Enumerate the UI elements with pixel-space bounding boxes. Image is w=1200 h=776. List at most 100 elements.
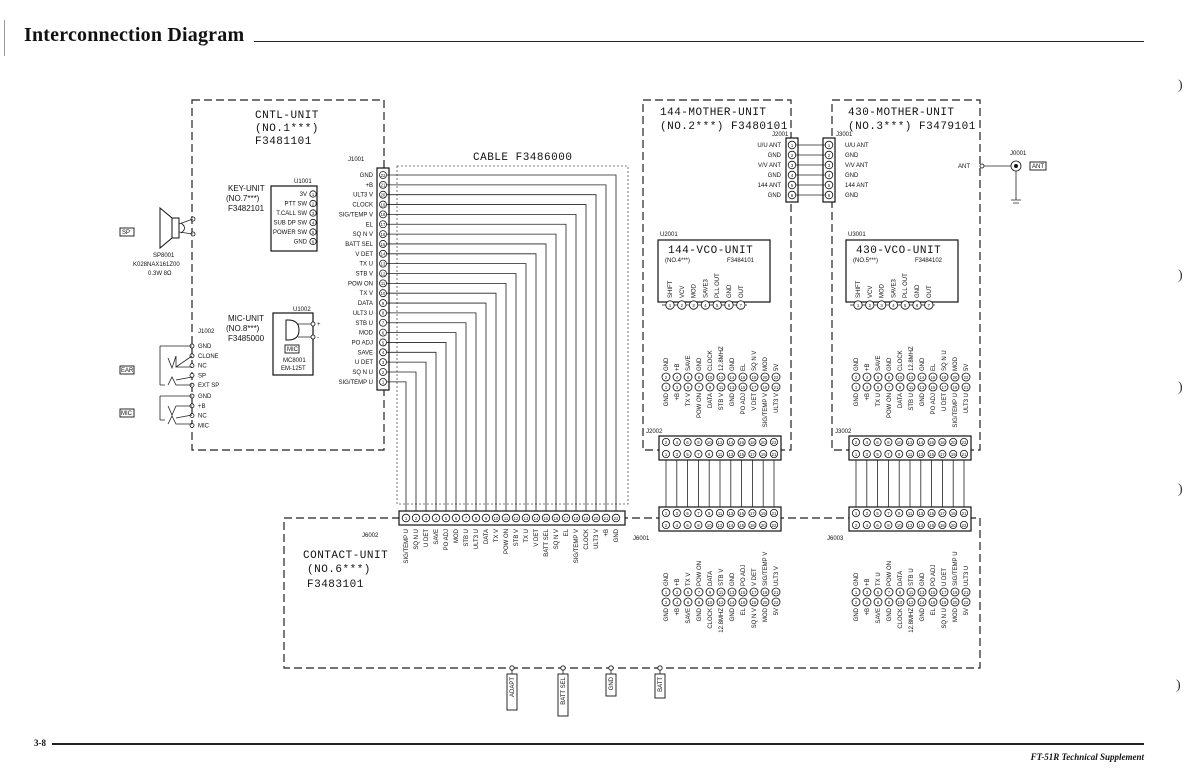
upper-pin bbox=[895, 437, 904, 446]
ant-tag: ANT bbox=[1032, 164, 1044, 170]
j6002-pin-number: 14 bbox=[534, 516, 539, 521]
key-pin-label: T.CALL SW bbox=[276, 211, 307, 217]
cntl-unit-no: (NO.1***) bbox=[255, 123, 319, 135]
j1001-pin-number: 3 bbox=[382, 360, 385, 365]
m430-grid-pin-number: 20 bbox=[953, 375, 958, 380]
key-pin-number: 3 bbox=[312, 211, 315, 216]
vco144-pins-pin-number: 1 bbox=[669, 303, 672, 308]
j3001-pins-pin-label: 144 ANT bbox=[845, 183, 869, 189]
upper-pin bbox=[927, 449, 936, 458]
lower-pin-number: 9 bbox=[708, 511, 711, 516]
terminal-pin bbox=[509, 665, 515, 671]
lower-pin bbox=[906, 521, 915, 530]
cable-wire bbox=[387, 351, 437, 514]
j6001-list-pin-number: 19 bbox=[763, 590, 768, 595]
m430-grid-pin bbox=[873, 372, 883, 382]
upper-pin bbox=[862, 437, 871, 446]
upper-pin bbox=[770, 437, 779, 446]
vco430-pins-label: MOD bbox=[880, 283, 886, 298]
j6003-list-pin-number: 2 bbox=[855, 600, 858, 605]
lower-pin-number: 1 bbox=[665, 511, 668, 516]
j6002-pin-number: 20 bbox=[594, 516, 599, 521]
terminal-label: ADAPT bbox=[510, 677, 516, 697]
j6003-list-pin bbox=[961, 587, 971, 597]
lower-pin-number: 16 bbox=[929, 523, 934, 528]
j2001-pins-pin-label: GND bbox=[768, 173, 782, 179]
j6003-list-pin bbox=[862, 597, 872, 607]
m144-grid-label: GND bbox=[730, 357, 736, 371]
m430-grid-pin bbox=[862, 382, 872, 392]
vco144-pins-pin bbox=[736, 300, 746, 310]
j6002-pin bbox=[461, 513, 471, 523]
m430-grid-pin bbox=[917, 382, 927, 392]
m144-grid-pin bbox=[716, 382, 726, 392]
ear-jack-icon bbox=[159, 345, 193, 386]
footer-rule bbox=[52, 743, 1144, 745]
j6003-list-pin-number: 3 bbox=[866, 590, 869, 595]
j6002-pin-label: TX U bbox=[524, 529, 530, 543]
j6002-pin-label: MOD bbox=[454, 528, 460, 543]
mic-unit-box bbox=[272, 312, 314, 376]
j6001-list-label: SAVE bbox=[686, 608, 692, 624]
j3001-pins-pin bbox=[824, 160, 834, 170]
cable-wire bbox=[387, 223, 567, 514]
j1001-pin-number: 20 bbox=[381, 193, 386, 198]
j1001-pin bbox=[379, 220, 387, 229]
j6001-list-pin-number: 12 bbox=[719, 600, 724, 605]
j6002-pin-number: 13 bbox=[524, 516, 529, 521]
cable-wire bbox=[387, 174, 617, 514]
j6001-list-pin bbox=[760, 597, 770, 607]
key-pin bbox=[309, 190, 317, 198]
vco144-pins-pin-number: 5 bbox=[716, 303, 719, 308]
j6001-list-pin-number: 7 bbox=[698, 590, 701, 595]
vco430-pins-pin bbox=[876, 300, 887, 310]
m430-grid-pin bbox=[950, 372, 960, 382]
j6002-pin-number: 16 bbox=[554, 516, 559, 521]
upper-pin bbox=[748, 437, 757, 446]
j1001-pin-number: 14 bbox=[381, 252, 386, 257]
upper-pin bbox=[916, 437, 925, 446]
j6002-pin-number: 8 bbox=[475, 516, 478, 521]
cable-wire bbox=[387, 204, 587, 514]
vco430-pins-label: SHIFT bbox=[856, 280, 862, 298]
lower-pin bbox=[705, 508, 714, 517]
upper-pin bbox=[726, 449, 735, 458]
upper-pin-number: 18 bbox=[940, 440, 945, 445]
j1001-pin-number: 17 bbox=[381, 222, 386, 227]
j6002-pin-label: ULT3 U bbox=[474, 529, 480, 549]
lower-pin-number: 6 bbox=[876, 523, 879, 528]
j6001-list-pin-number: 17 bbox=[752, 590, 757, 595]
margin-mark: ) bbox=[1178, 482, 1183, 497]
j6002-pin-label: SIG/TEMP V bbox=[574, 529, 580, 563]
j6001-list-pin bbox=[771, 597, 781, 607]
contact-unit-boundary bbox=[283, 517, 981, 669]
lower-pin bbox=[672, 508, 681, 517]
ant-tag-box bbox=[1029, 161, 1047, 171]
cable-wire bbox=[387, 312, 477, 514]
m430-grid-pin-number: 12 bbox=[909, 375, 914, 380]
j6001-list-label: ULT3 V bbox=[774, 566, 780, 586]
vco430-pins-pin-number: 7 bbox=[928, 303, 931, 308]
m430-grid-pin bbox=[851, 372, 861, 382]
j6003-list-pin bbox=[884, 587, 894, 597]
lower-pin-number: 12 bbox=[718, 523, 723, 528]
lower-pin bbox=[862, 521, 871, 530]
j1001-pin bbox=[379, 368, 387, 376]
mic-unit-tag: MIC bbox=[287, 347, 299, 353]
m144-grid-label: ULT3 V bbox=[774, 393, 780, 413]
j6001-list-label: GND bbox=[664, 572, 670, 586]
vco144-pins-pin-number: 6 bbox=[728, 303, 731, 308]
j1001-pin bbox=[379, 190, 387, 199]
j1001-pin bbox=[379, 180, 387, 189]
j1001-pin-label: SIG/TEMP V bbox=[339, 212, 373, 218]
m430-grid-pin-number: 3 bbox=[866, 385, 869, 390]
m144-grid-label: GND bbox=[730, 392, 736, 406]
upper-pin bbox=[716, 437, 725, 446]
j6003-list-pin bbox=[906, 587, 916, 597]
j6001-list-pin bbox=[738, 587, 748, 597]
j6002-pin bbox=[531, 513, 541, 523]
j1002-pin-label: CLONE bbox=[198, 354, 219, 360]
m144-grid-pin bbox=[694, 382, 704, 392]
m144-grid-label: PO ADJ bbox=[741, 393, 747, 414]
